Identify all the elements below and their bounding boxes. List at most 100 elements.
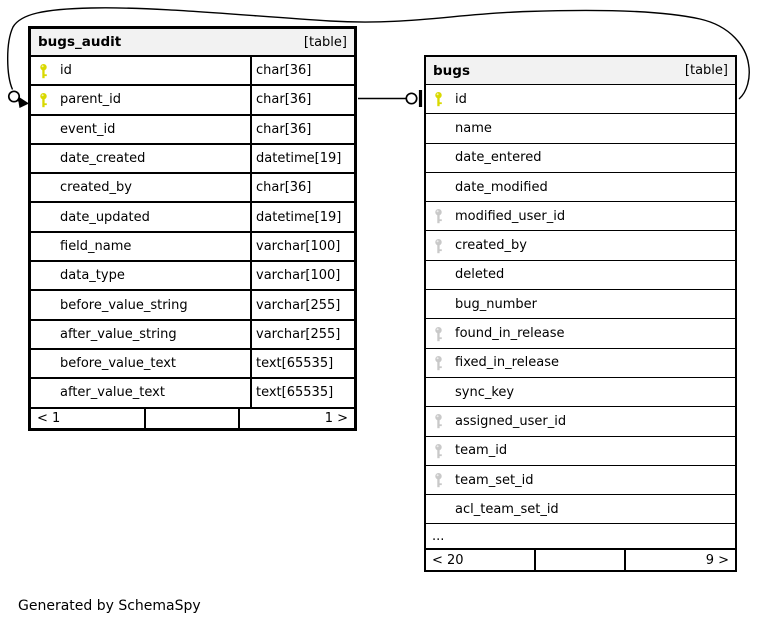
table-title[interactable]: bugs_audit <box>38 34 122 50</box>
zero-or-one-circle-icon <box>405 92 418 105</box>
column-row[interactable]: acl_team_set_id <box>426 494 735 523</box>
column-name-cell: acl_team_set_id <box>426 495 735 523</box>
footer-outgoing-count: 9 > <box>623 549 735 571</box>
column-row[interactable]: name <box>426 113 735 142</box>
column-name-cell: date_created <box>31 145 250 172</box>
column-name: date_entered <box>455 150 542 166</box>
column-row[interactable]: modified_user_id <box>426 201 735 230</box>
column-name-cell: sync_key <box>426 378 735 406</box>
column-name-cell: date_entered <box>426 144 735 172</box>
column-type: char[36] <box>250 174 354 202</box>
column-name: deleted <box>455 267 505 283</box>
generated-by-note: Generated by SchemaSpy <box>18 598 201 614</box>
column-row[interactable]: date_modified <box>426 171 735 201</box>
column-name: name <box>455 120 492 136</box>
column-row[interactable]: date_entered <box>426 142 735 172</box>
table-footer: < 1 1 > <box>31 406 354 429</box>
table-title[interactable]: bugs <box>433 62 470 79</box>
column-name: assigned_user_id <box>455 413 567 429</box>
column-name: modified_user_id <box>455 208 566 224</box>
foreign-key-icon <box>433 238 448 254</box>
primary-key-icon <box>38 92 53 108</box>
column-row[interactable]: fixed_in_release <box>426 347 735 377</box>
column-row[interactable]: after_value_string varchar[255] <box>31 318 354 348</box>
column-name-cell: bug_number <box>426 290 735 318</box>
table-type-badge: [table] <box>303 34 347 50</box>
column-row[interactable]: created_by <box>426 230 735 259</box>
footer-incoming-count: < 1 <box>37 410 61 426</box>
primary-key-icon <box>38 63 53 79</box>
column-type: varchar[255] <box>250 320 354 348</box>
column-name: after_value_string <box>60 326 177 342</box>
column-name: data_type <box>60 268 125 284</box>
foreign-key-icon <box>433 443 448 459</box>
column-name-cell: event_id <box>31 116 250 143</box>
column-name-cell: found_in_release <box>426 319 735 347</box>
column-row[interactable]: date_created datetime[19] <box>31 142 354 173</box>
column-name: created_by <box>455 238 527 254</box>
table-bugs[interactable]: bugs [table] id name date_entered date_modi… <box>424 55 737 573</box>
column-row[interactable]: found_in_release <box>426 318 735 347</box>
column-row[interactable]: event_id char[36] <box>31 113 354 143</box>
column-name: id <box>455 91 467 107</box>
table-type-badge: [table] <box>684 63 728 78</box>
column-row[interactable]: team_id <box>426 435 735 465</box>
footer-incoming-count: < 20 <box>432 552 464 568</box>
column-row[interactable]: deleted <box>426 259 735 289</box>
column-name: date_updated <box>60 209 150 225</box>
column-name-cell: team_id <box>426 437 735 465</box>
column-type: varchar[100] <box>250 262 354 290</box>
more-columns-ellipsis[interactable]: ... <box>426 523 735 548</box>
column-type: char[36] <box>250 115 354 143</box>
column-row[interactable]: parent_id char[36] <box>31 84 354 114</box>
column-name: field_name <box>60 238 132 254</box>
column-type: text[65535] <box>250 349 354 378</box>
primary-key-icon <box>433 91 448 107</box>
column-row[interactable]: team_set_id <box>426 464 735 494</box>
column-type: datetime[19] <box>250 144 354 173</box>
table-header[interactable]: bugs [table] <box>426 57 735 84</box>
foreign-key-icon <box>433 326 448 342</box>
column-name: event_id <box>60 121 116 137</box>
column-name-cell: team_set_id <box>426 466 735 494</box>
column-name: parent_id <box>60 92 121 108</box>
column-name: before_value_text <box>60 356 177 372</box>
column-name: date_created <box>60 151 146 167</box>
column-name-cell: name <box>426 114 735 142</box>
column-row[interactable]: before_value_text text[65535] <box>31 347 354 378</box>
column-row[interactable]: id <box>426 84 735 113</box>
footer-middle-cell <box>534 549 624 571</box>
column-row[interactable]: assigned_user_id <box>426 406 735 435</box>
footer-middle-cell <box>144 408 238 429</box>
column-row[interactable]: data_type varchar[100] <box>31 260 354 290</box>
column-name-cell: before_value_string <box>31 291 250 318</box>
column-type: char[36] <box>250 86 354 114</box>
column-name-cell: after_value_string <box>31 321 250 348</box>
column-name: team_id <box>455 443 508 459</box>
column-type: text[65535] <box>250 379 354 407</box>
zero-or-one-circle-icon <box>7 90 21 103</box>
column-name-cell: data_type <box>31 262 250 289</box>
column-name: sync_key <box>455 384 515 400</box>
column-name-cell: before_value_text <box>31 350 250 377</box>
foreign-key-icon <box>433 208 448 224</box>
column-row[interactable]: sync_key <box>426 376 735 406</box>
footer-outgoing-count: 1 > <box>237 408 354 429</box>
column-name: bug_number <box>455 296 537 312</box>
table-footer: < 20 9 > <box>426 547 735 571</box>
fk-loop-tail <box>16 99 27 104</box>
column-name-cell: date_updated <box>31 203 250 230</box>
column-name: date_modified <box>455 179 548 195</box>
column-row[interactable]: bug_number <box>426 289 735 318</box>
table-header[interactable]: bugs_audit [table] <box>31 29 354 55</box>
foreign-key-icon <box>433 355 448 371</box>
